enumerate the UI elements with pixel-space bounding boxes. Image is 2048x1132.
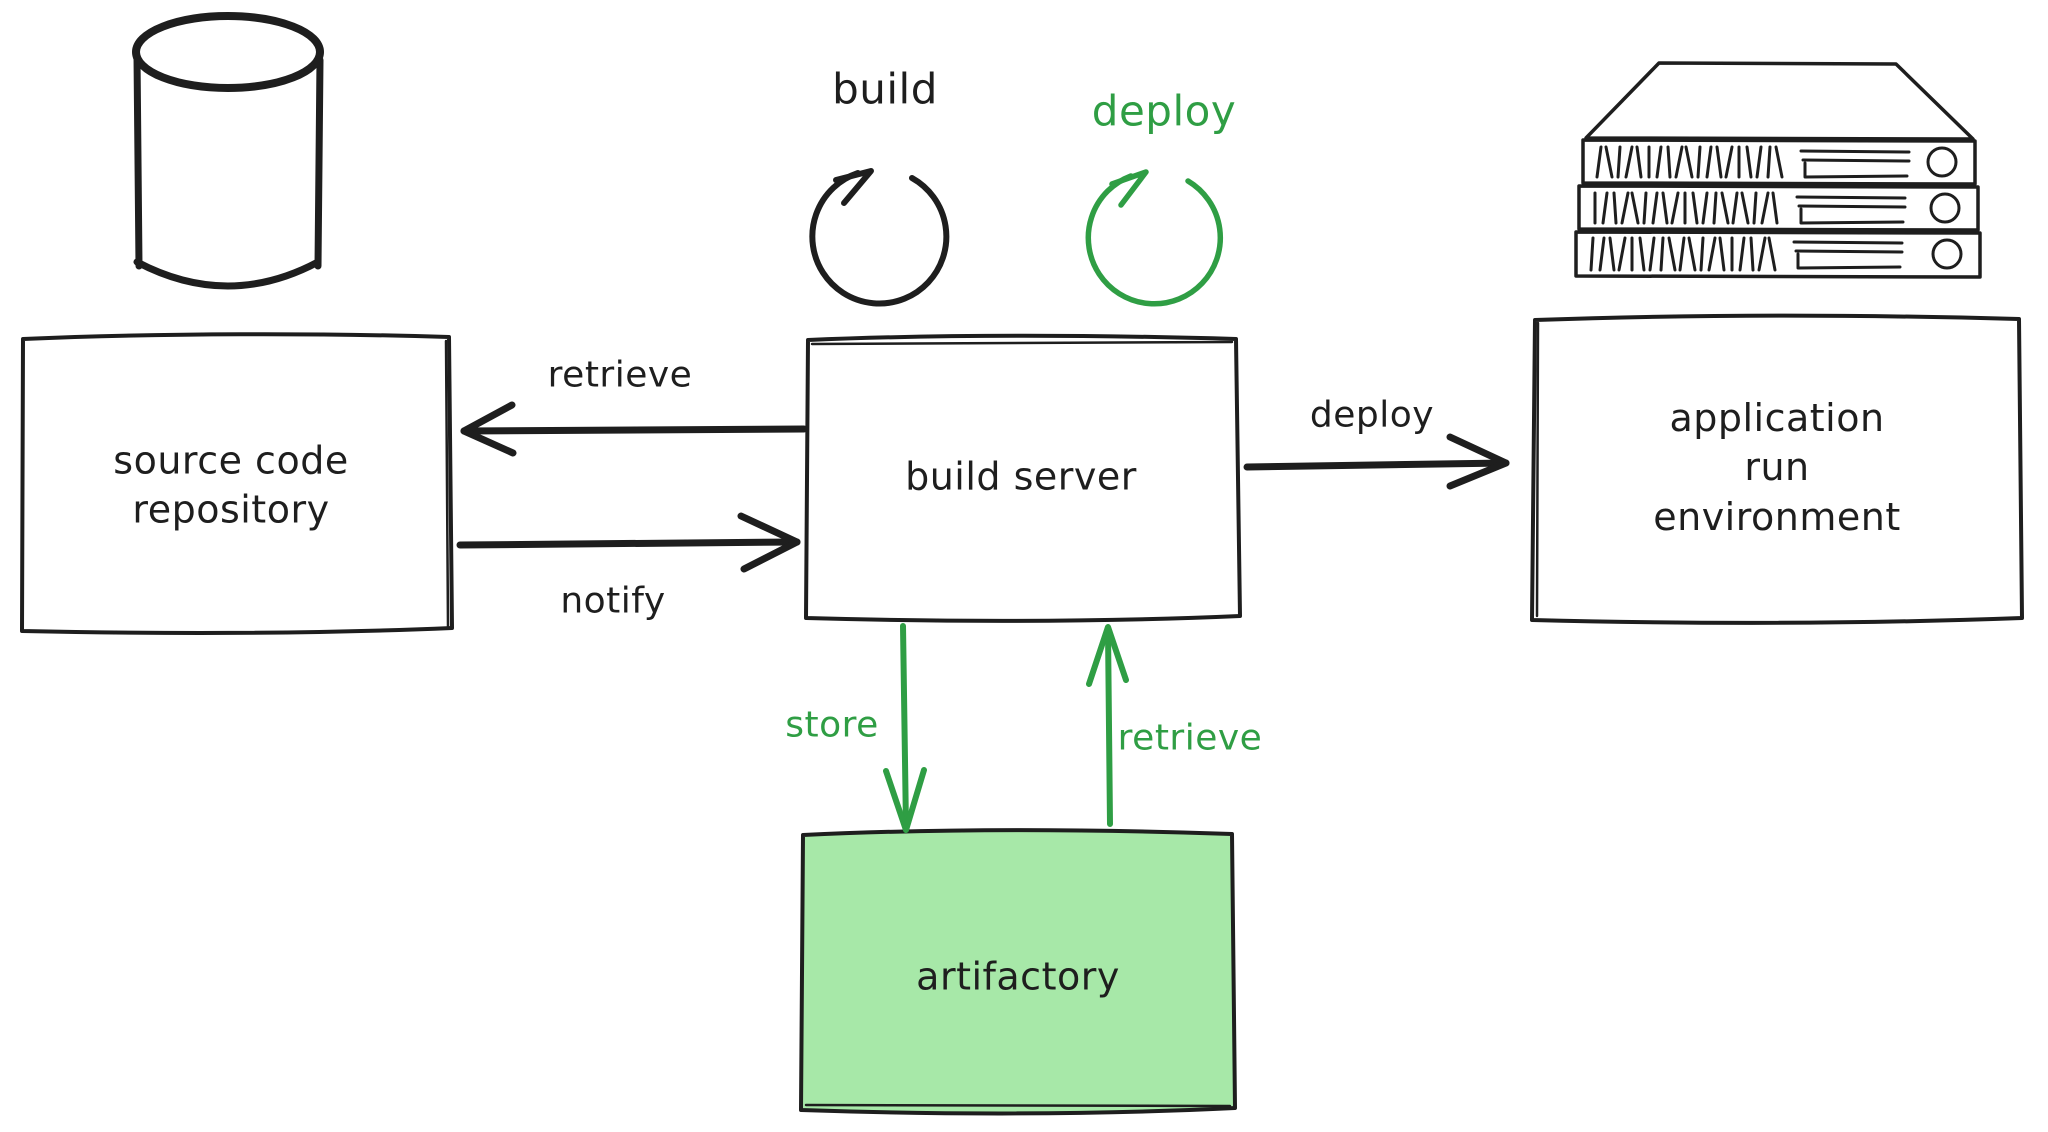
- arrow-store[interactable]: [883, 623, 927, 833]
- build-loop-label: build: [832, 64, 938, 114]
- store-label: store: [785, 704, 879, 746]
- source-repo-node[interactable]: [20, 332, 454, 635]
- build-server-node[interactable]: [804, 333, 1242, 623]
- database-cylinder-icon[interactable]: [132, 12, 324, 290]
- source-repo-label: source code repository: [113, 438, 349, 532]
- notify-label: notify: [560, 580, 666, 622]
- arrow-retrieve-source[interactable]: [460, 401, 808, 457]
- build-server-label: build server: [905, 454, 1137, 499]
- arrow-retrieve-artifact[interactable]: [1086, 624, 1129, 827]
- arrow-notify[interactable]: [456, 512, 801, 573]
- artifactory-node[interactable]: [799, 828, 1237, 1116]
- app-env-node[interactable]: [1530, 313, 2024, 625]
- deploy-loop-icon[interactable]: [1085, 169, 1224, 307]
- server-stack-icon[interactable]: [1574, 61, 1982, 279]
- deploy-edge-label: deploy: [1309, 394, 1435, 436]
- deploy-loop-label: deploy: [1091, 86, 1237, 136]
- arrow-deploy[interactable]: [1243, 433, 1510, 490]
- retrieve-source-label: retrieve: [547, 354, 693, 396]
- build-loop-icon[interactable]: [809, 168, 950, 307]
- app-env-label: application run environment: [1653, 395, 1901, 539]
- artifactory-label: artifactory: [916, 954, 1120, 999]
- retrieve-artifact-label: retrieve: [1117, 717, 1263, 759]
